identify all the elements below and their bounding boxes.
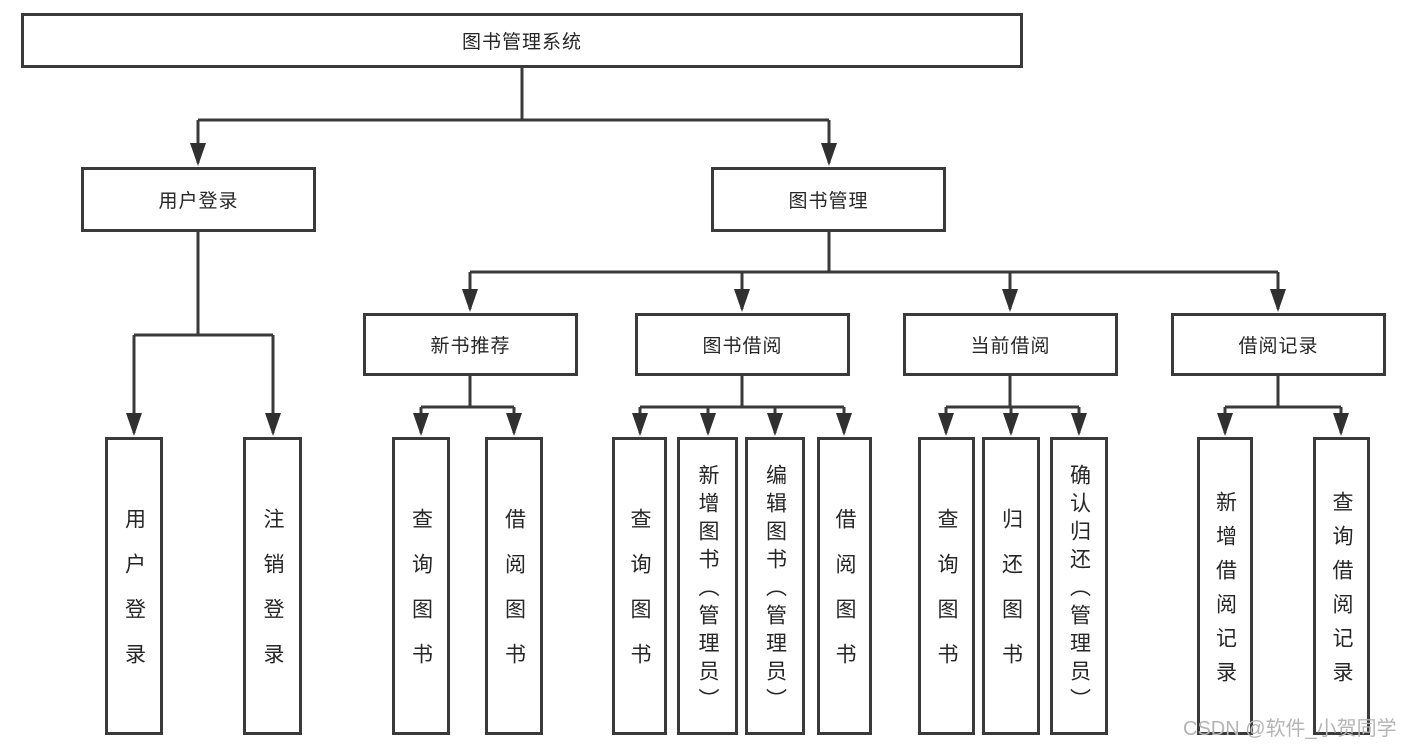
- leaf-borrow-borrow-books-label: 借阅图书: [833, 508, 856, 688]
- arrow-down-icon: [413, 413, 429, 436]
- leaf-logout: 注销登录: [243, 437, 302, 735]
- leaf-newbook-borrow-books: 借阅图书: [485, 437, 543, 735]
- leaf-return-book-label: 归还图书: [999, 508, 1023, 688]
- leaf-add-book-admin-label: 新增图书（管理员）: [696, 463, 719, 716]
- arrow-down-icon: [632, 413, 648, 436]
- connector-bookmgmt-to-level3: [468, 232, 1280, 309]
- leaf-return-book: 归还图书: [982, 437, 1040, 735]
- arrow-down-icon: [265, 413, 281, 436]
- arrow-down-icon: [821, 143, 837, 166]
- arrow-down-icon: [1333, 413, 1349, 436]
- connector-newbook-to-leaves: [419, 376, 516, 433]
- node-new-book-recommend: 新书推荐: [363, 313, 578, 376]
- node-borrowing-records-label: 借阅记录: [1238, 336, 1319, 357]
- arrow-down-icon: [462, 289, 478, 312]
- node-new-book-recommend-label: 新书推荐: [430, 336, 511, 357]
- node-book-management: 图书管理: [711, 167, 946, 232]
- leaf-query-borrow-record: 查询借阅记录: [1313, 437, 1370, 735]
- arrow-down-icon: [506, 413, 522, 436]
- arrow-down-icon: [1217, 413, 1233, 436]
- leaf-current-query-books: 查询图书: [918, 437, 975, 735]
- leaf-add-book-admin: 新增图书（管理员）: [677, 437, 738, 735]
- leaf-user-login: 用户登录: [105, 437, 163, 735]
- csdn-watermark: CSDN @软件_小贺同学: [1183, 712, 1397, 741]
- connector-bookborrow-to-leaves: [638, 376, 846, 433]
- leaf-current-query-books-label: 查询图书: [935, 508, 958, 688]
- connector-records-to-leaves: [1223, 376, 1343, 433]
- leaf-edit-book-admin: 编辑图书（管理员）: [745, 437, 805, 735]
- leaf-borrow-borrow-books: 借阅图书: [817, 437, 872, 735]
- node-borrowing-records: 借阅记录: [1171, 313, 1386, 376]
- arrow-down-icon: [1003, 413, 1019, 436]
- node-current-borrowing: 当前借阅: [903, 313, 1118, 376]
- leaf-query-borrow-record-label: 查询借阅记录: [1330, 490, 1353, 695]
- leaf-newbook-query-books: 查询图书: [392, 437, 450, 735]
- leaf-newbook-query-books-label: 查询图书: [409, 508, 433, 688]
- node-book-borrowing-label: 图书借阅: [702, 336, 783, 357]
- node-book-borrowing: 图书借阅: [635, 313, 850, 376]
- arrow-down-icon: [1071, 413, 1087, 436]
- connector-userlogin-to-leaves: [132, 232, 275, 433]
- leaf-borrow-query-books-label: 查询图书: [628, 508, 651, 688]
- arrow-down-icon: [700, 413, 716, 436]
- leaf-logout-label: 注销登录: [261, 508, 284, 688]
- arrow-down-icon: [126, 413, 142, 436]
- connector-root-to-level2: [196, 68, 831, 163]
- node-root-label: 图书管理系统: [461, 32, 582, 53]
- csdn-watermark-text: CSDN @软件_小贺同学: [1183, 718, 1397, 740]
- arrow-down-icon: [190, 143, 206, 166]
- node-user-login-label: 用户登录: [158, 191, 239, 212]
- leaf-confirm-return-admin: 确认归还（管理员）: [1050, 437, 1108, 735]
- arrow-down-icon: [836, 413, 852, 436]
- arrow-down-icon: [1270, 289, 1286, 312]
- leaf-user-login-label: 用户登录: [122, 508, 146, 688]
- leaf-add-borrow-record: 新增借阅记录: [1197, 437, 1253, 735]
- arrow-down-icon: [767, 413, 783, 436]
- leaf-newbook-borrow-books-label: 借阅图书: [502, 508, 526, 688]
- leaf-borrow-query-books: 查询图书: [612, 437, 667, 735]
- arrowhead-icons: [126, 143, 1349, 436]
- arrow-down-icon: [938, 413, 954, 436]
- leaf-confirm-return-admin-label: 确认归还（管理员）: [1067, 463, 1091, 716]
- leaf-edit-book-admin-label: 编辑图书（管理员）: [763, 463, 787, 716]
- node-current-borrowing-label: 当前借阅: [970, 336, 1051, 357]
- node-book-management-label: 图书管理: [788, 191, 869, 212]
- leaf-add-borrow-record-label: 新增借阅记录: [1213, 490, 1237, 695]
- node-root: 图书管理系统: [21, 13, 1023, 68]
- node-user-login: 用户登录: [81, 167, 316, 232]
- arrow-down-icon: [734, 289, 750, 312]
- arrow-down-icon: [1002, 289, 1018, 312]
